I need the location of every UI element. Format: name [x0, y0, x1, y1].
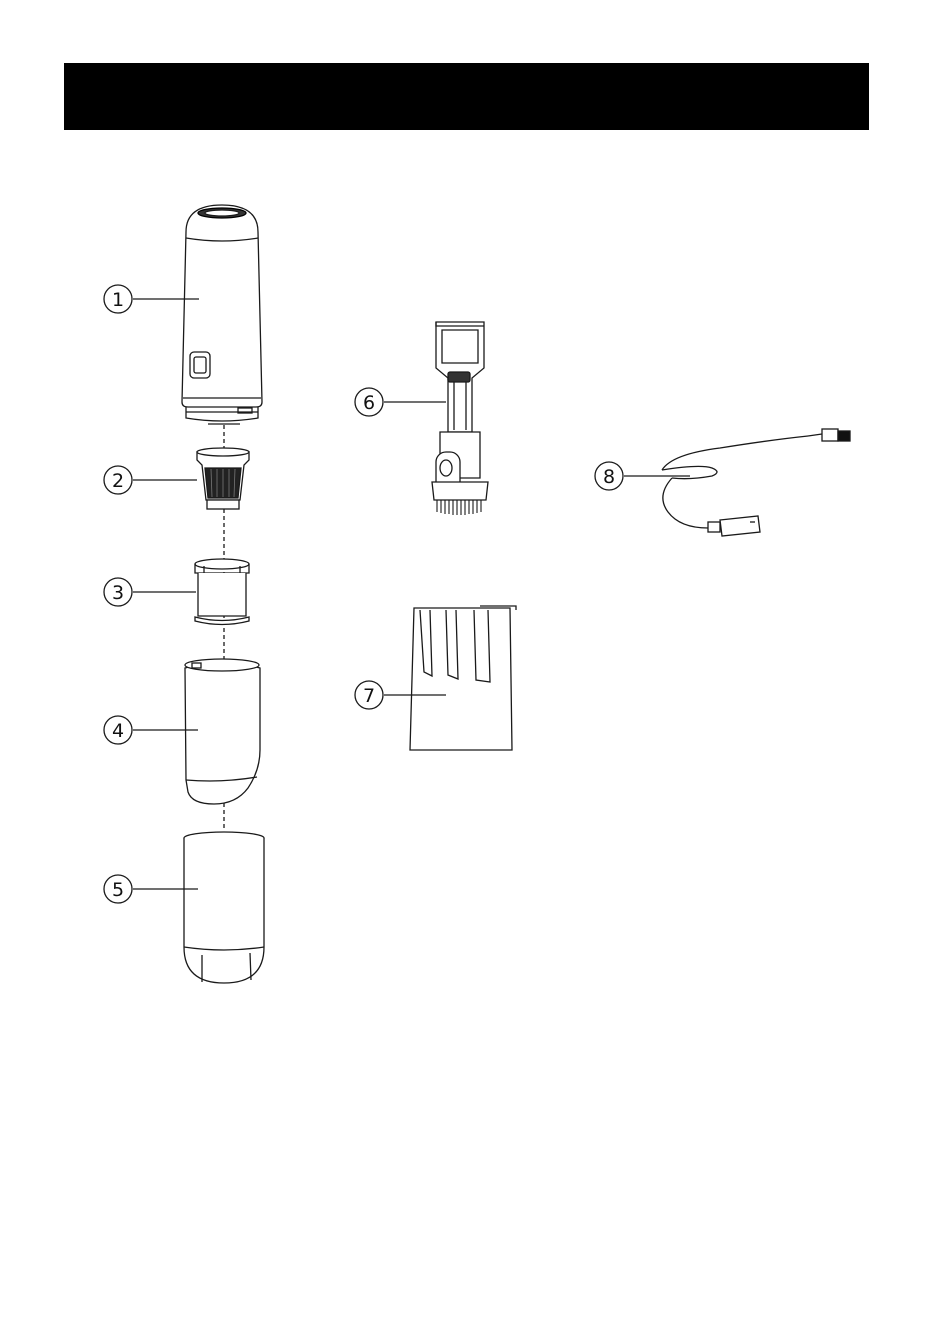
- part-2-filter: [197, 448, 249, 509]
- part-7-stand: [410, 606, 516, 750]
- callout-label-2: 2: [112, 470, 124, 492]
- callout-label-6: 6: [363, 392, 375, 414]
- part-4-dust-bin: [185, 659, 260, 804]
- callout-label-4: 4: [112, 720, 124, 742]
- callout-label-7: 7: [363, 685, 375, 707]
- callout-label-8: 8: [603, 466, 615, 488]
- part-8-usb-cable: [662, 429, 850, 536]
- part-1-main-unit: [182, 205, 262, 424]
- part-6-brush-nozzle: [432, 322, 488, 515]
- part-5-base-cup: [184, 832, 264, 983]
- callout-label-5: 5: [112, 879, 124, 901]
- callout-label-1: 1: [112, 289, 124, 311]
- part-3-filter-holder: [195, 559, 249, 625]
- callout-label-3: 3: [112, 582, 124, 604]
